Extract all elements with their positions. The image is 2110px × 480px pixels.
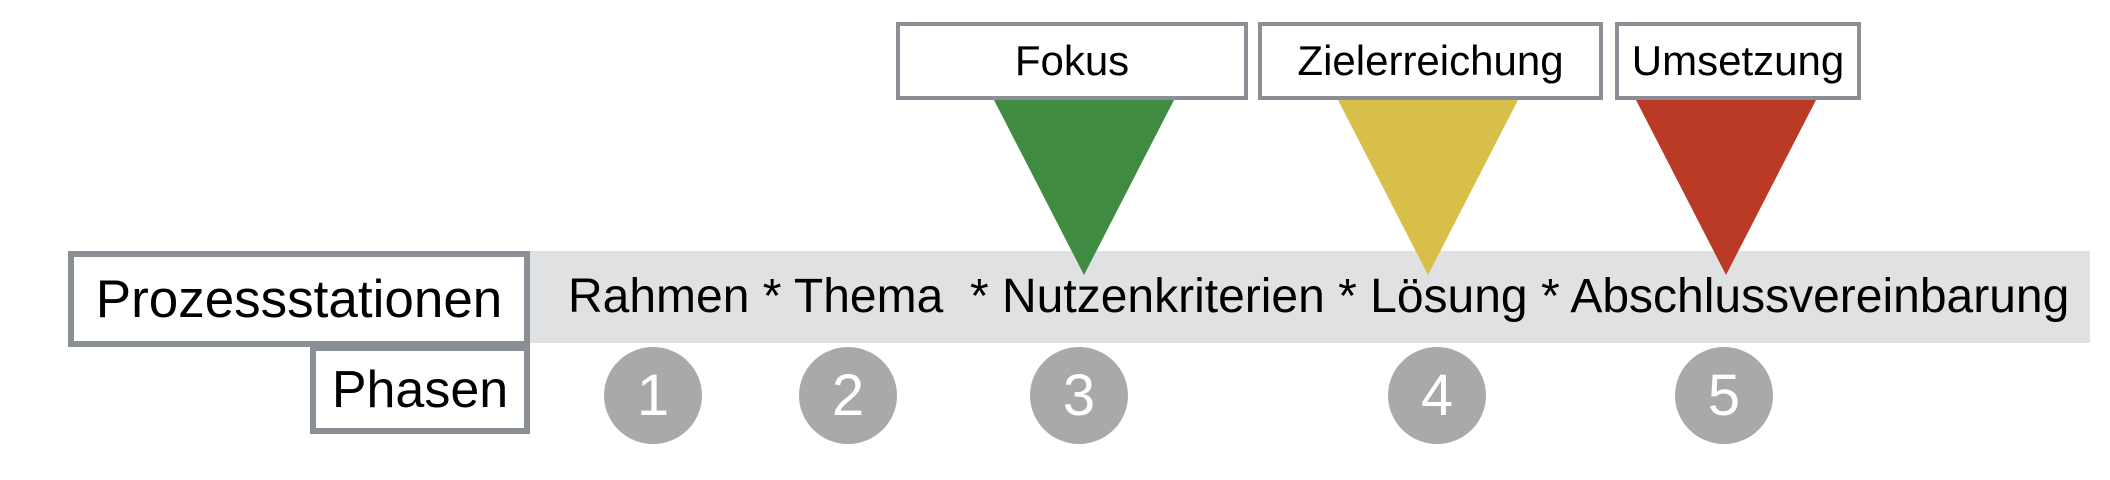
phase-number-3: 3 [1062, 362, 1096, 428]
arrow-down-icon-green [994, 100, 1174, 275]
process-band [530, 251, 2090, 343]
phase-number-5: 5 [1707, 362, 1741, 428]
phase-circle-4: 4 [1388, 347, 1486, 444]
process-stations-text: Rahmen * Thema * Nutzenkriterien * Lösun… [568, 270, 2070, 323]
arrow-down-icon-yellow [1338, 100, 1518, 275]
marker-label-fokus: Fokus [1014, 37, 1130, 84]
marker-label-umsetzung: Umsetzung [1631, 37, 1845, 84]
marker-box-fokus: Fokus [896, 22, 1248, 100]
phase-circle-1: 1 [604, 347, 702, 444]
phase-number-1: 1 [636, 362, 670, 428]
phase-circle-2: 2 [799, 347, 897, 444]
arrow-down-icon-red [1636, 100, 1816, 275]
phase-number-2: 2 [831, 362, 865, 428]
process-stations-label-box: Prozessstationen [68, 251, 530, 347]
phases-label: Phasen [331, 360, 509, 419]
phases-label-box: Phasen [310, 345, 530, 434]
process-stations-label: Prozessstationen [95, 269, 503, 329]
phase-number-4: 4 [1420, 362, 1454, 428]
marker-box-umsetzung: Umsetzung [1615, 22, 1861, 100]
phase-circle-5: 5 [1675, 347, 1773, 444]
marker-box-zielerreichung: Zielerreichung [1258, 22, 1603, 100]
marker-label-zielerreichung: Zielerreichung [1297, 37, 1564, 84]
phase-circle-3: 3 [1030, 347, 1128, 444]
